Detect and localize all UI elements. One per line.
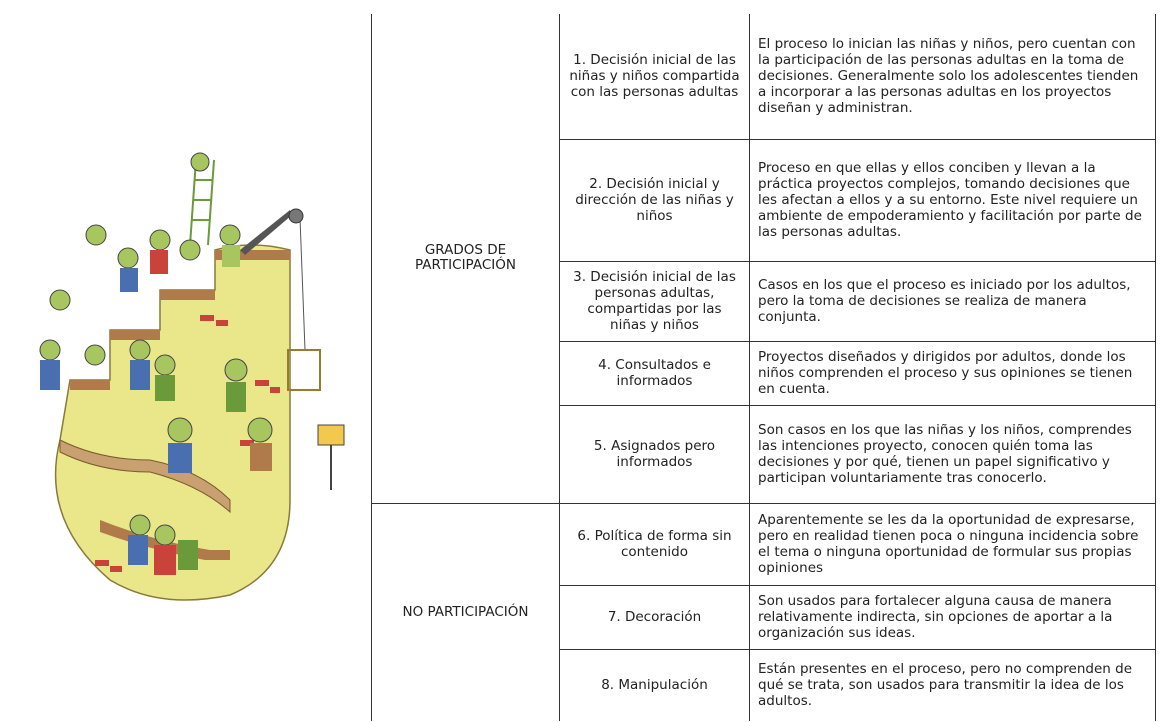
participation-ladder-table: GRADOS DE PARTICIPACIÓN 1. Decisión inic…: [371, 14, 1156, 721]
table-row: GRADOS DE PARTICIPACIÓN 1. Decisión inic…: [371, 14, 1156, 503]
stair-tread: [110, 330, 160, 340]
group-cell-no-participacion: NO PARTICIPACIÓN: [371, 502, 560, 721]
level-cell: 4. Consultados e informados: [559, 340, 750, 406]
description-cell: Son usados para fortalecer alguna causa …: [749, 584, 1156, 650]
table-row: 8. Manipulación Están presentes en el pr…: [372, 648, 1156, 721]
description-cell: Son casos en los que las niñas y los niñ…: [749, 404, 1156, 504]
level-cell: 8. Manipulación: [559, 648, 750, 721]
table-row: 4. Consultados e informados Proyectos di…: [372, 340, 1156, 406]
children-figures: [39, 152, 273, 575]
description-cell: Aparentemente se les da la oportunidad d…: [749, 502, 1156, 586]
group-cell-participacion: GRADOS DE PARTICIPACIÓN: [371, 14, 560, 503]
ladder: [189, 159, 215, 246]
bricks: [95, 315, 280, 572]
table-row: 3. Decisión inicial de las personas adul…: [372, 260, 1156, 342]
level-cell: 3. Decisión inicial de las personas adul…: [559, 260, 750, 342]
table-row: 5. Asignados pero informados Son casos e…: [372, 404, 1156, 504]
table-row: NO PARTICIPACIÓN 6. Política de forma si…: [371, 502, 1156, 721]
stair-tread: [70, 380, 110, 390]
crane-pole: [240, 210, 292, 255]
level-cell: 6. Política de forma sin contenido: [559, 502, 750, 586]
stair-tread: [160, 290, 215, 300]
cage: [287, 349, 321, 391]
crane-wheel: [288, 208, 304, 224]
group-label: GRADOS DE PARTICIPACIÓN: [415, 242, 516, 274]
level-cell: 1. Decisión inicial de las niñas y niños…: [559, 14, 750, 140]
description-cell: Casos en los que el proceso es iniciado …: [749, 260, 1156, 342]
crane-rope: [299, 217, 306, 351]
level-cell: 2. Decisión inicial y dirección de las n…: [559, 138, 750, 262]
sign-post: [317, 424, 345, 446]
ladder-of-participation-illustration: [39, 152, 345, 601]
description-cell: El proceso lo inician las niñas y niños,…: [749, 14, 1156, 140]
lower-stair: [59, 439, 231, 514]
description-cell: Proyectos diseñados y dirigidos por adul…: [749, 340, 1156, 406]
description-cell: Proceso en que ellas y ellos conciben y …: [749, 138, 1156, 262]
level-cell: 7. Decoración: [559, 584, 750, 650]
level-cell: 5. Asignados pero informados: [559, 404, 750, 504]
description-cell: Están presentes en el proceso, pero no c…: [749, 648, 1156, 721]
